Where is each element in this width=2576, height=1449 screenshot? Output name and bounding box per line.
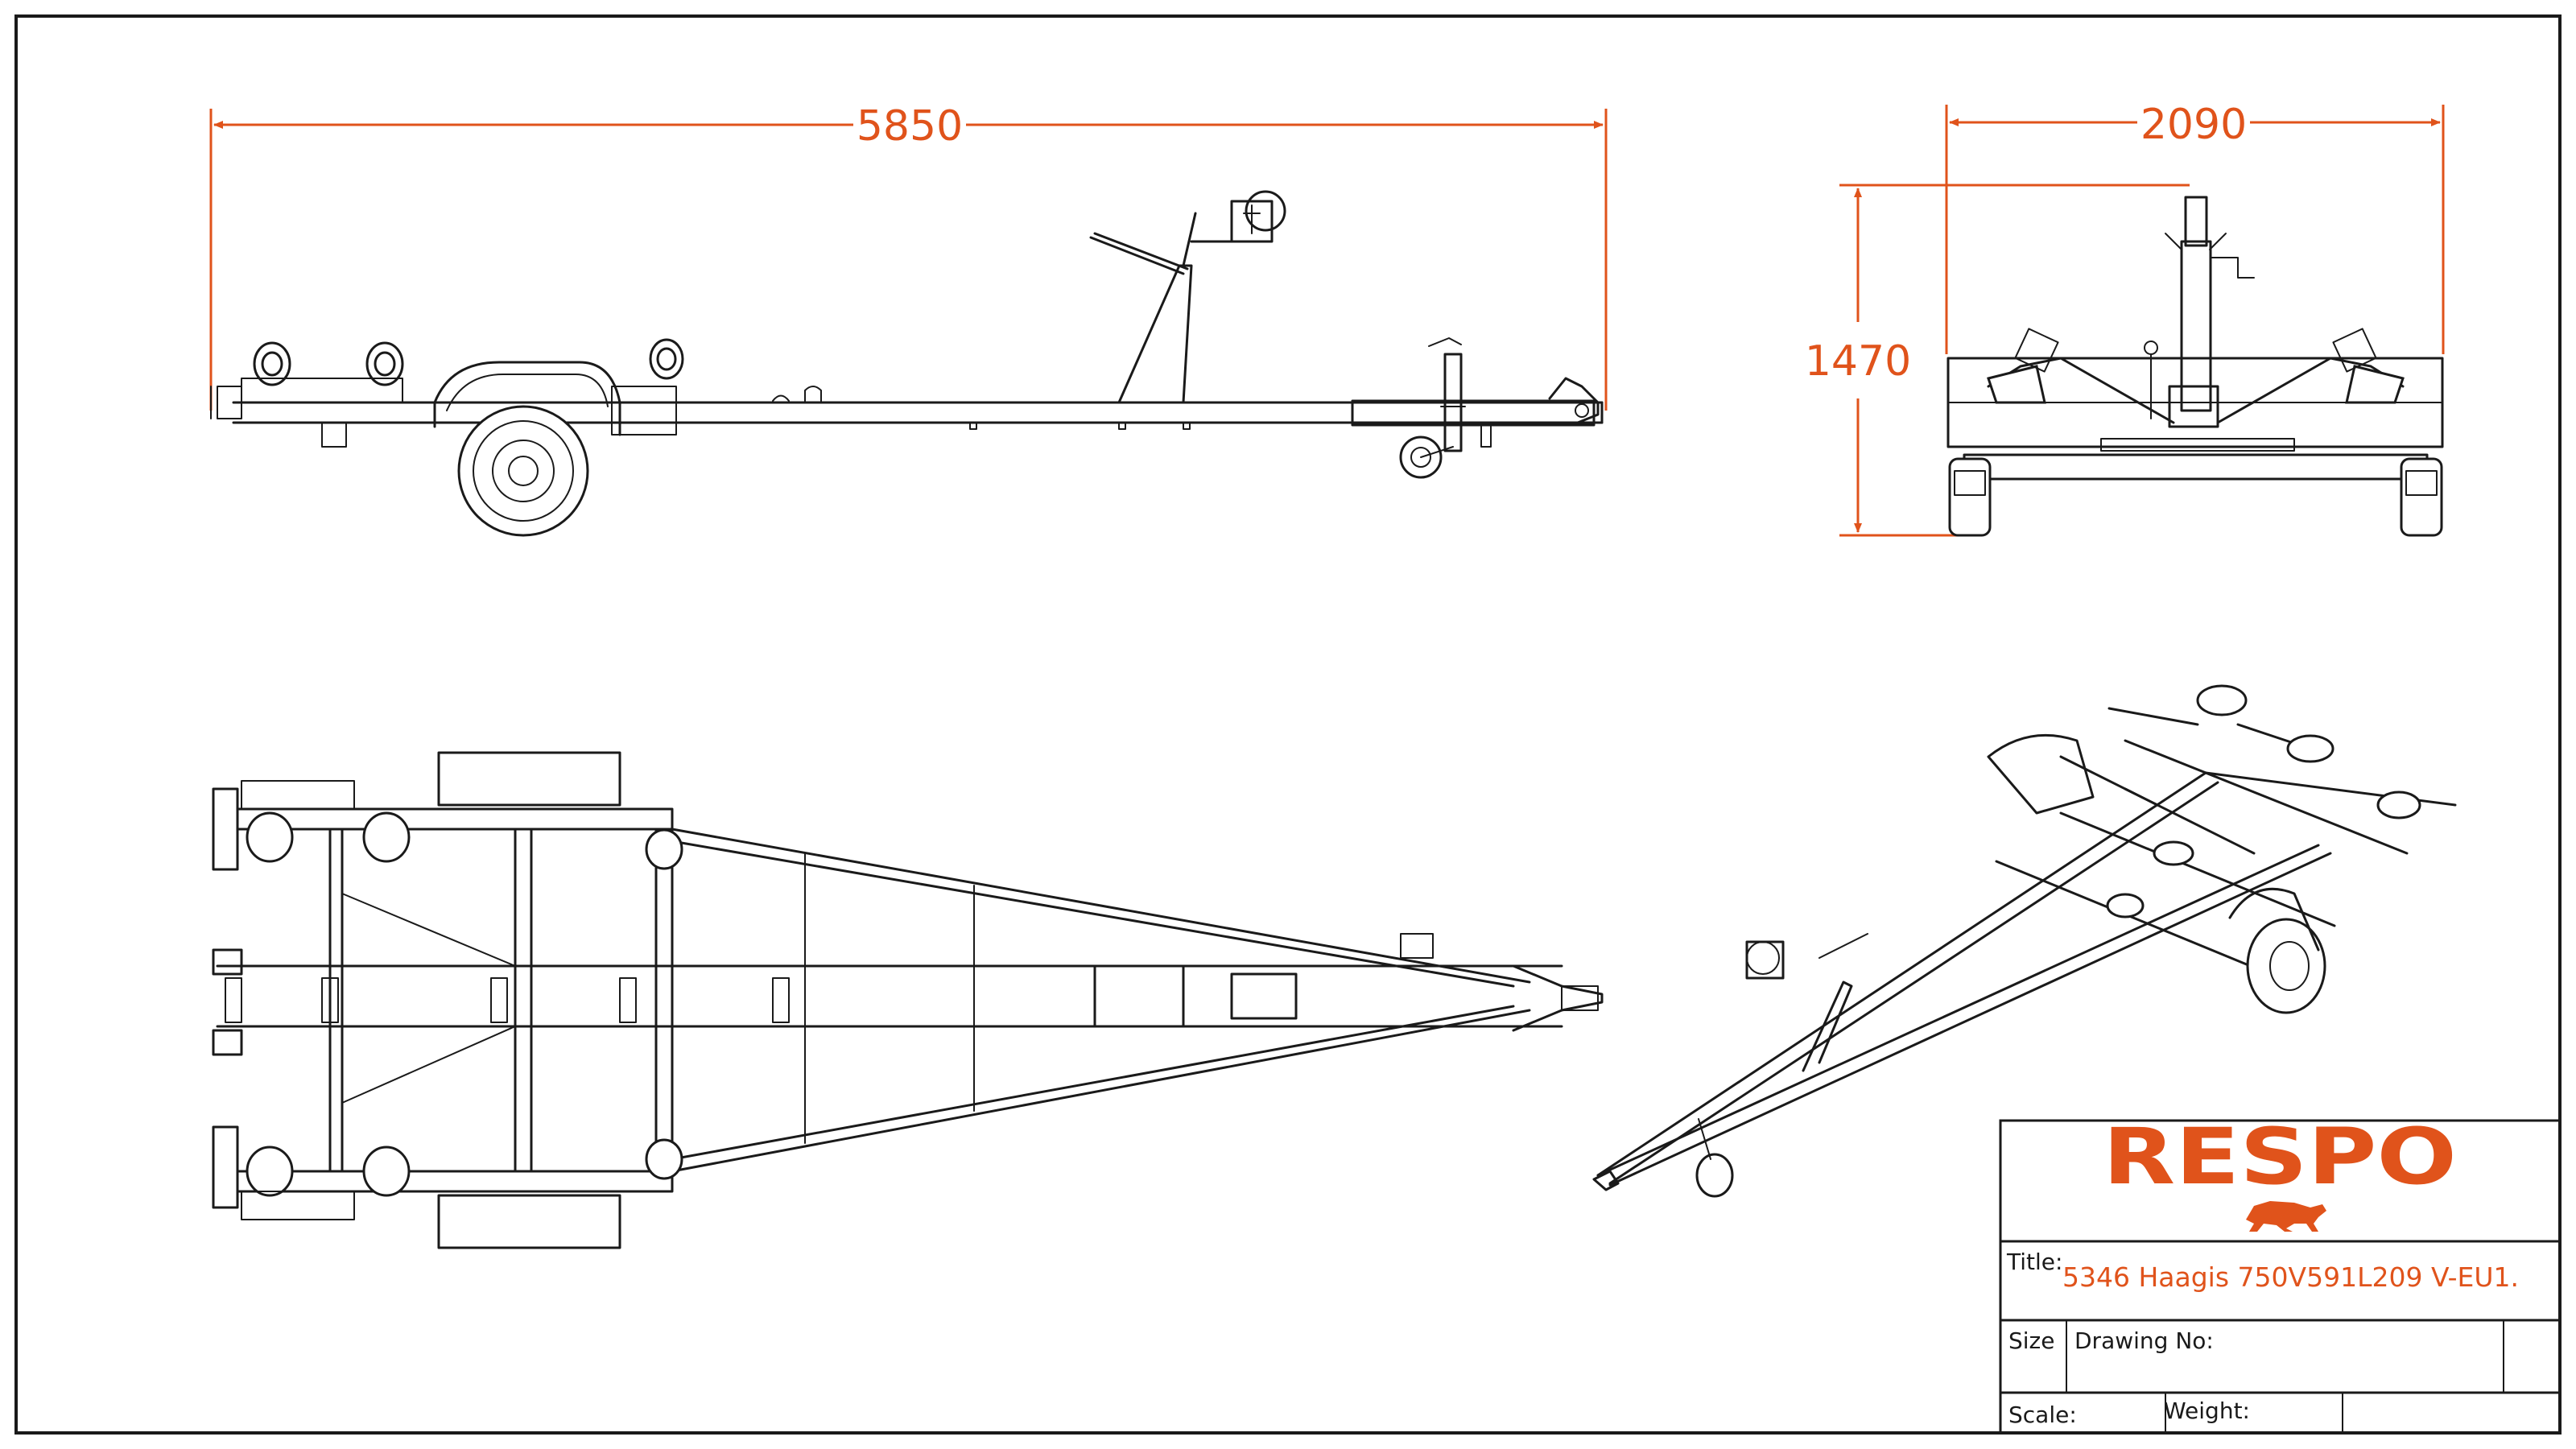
iso-wheel bbox=[2246, 918, 2326, 1014]
jockey-wheel bbox=[1399, 337, 1466, 479]
drawing-no-label: Drawing No: bbox=[2074, 1327, 2214, 1354]
height-dimension-label: 1470 bbox=[1805, 337, 1911, 386]
rear-rollers bbox=[210, 338, 684, 448]
isometric-view bbox=[1592, 684, 2457, 1198]
brand-animal-icon bbox=[2246, 1201, 2326, 1232]
top-view bbox=[212, 751, 1604, 1249]
size-label: Size bbox=[2008, 1327, 2054, 1354]
width-dimension-label: 2090 bbox=[2140, 101, 2247, 149]
length-dimension-label: 5850 bbox=[857, 102, 963, 151]
title-block: RESPO Title: 5346 Haagis 750V591L209 V-E… bbox=[1999, 1112, 2562, 1435]
dimension-height: 1470 bbox=[1805, 184, 2190, 537]
title-label: Title: bbox=[2006, 1249, 2062, 1275]
dimension-length: 5850 bbox=[209, 102, 1608, 411]
dimension-width: 2090 bbox=[1945, 101, 2445, 354]
scale-label: Scale: bbox=[2008, 1402, 2077, 1428]
side-view bbox=[210, 190, 1604, 537]
weight-label: Weight: bbox=[2164, 1397, 2250, 1424]
rear-left-wheel bbox=[1948, 457, 1992, 537]
top-rollers bbox=[212, 780, 790, 1220]
winch-post bbox=[1089, 190, 1286, 404]
rear-view bbox=[1946, 196, 2444, 537]
side-wheel bbox=[457, 405, 589, 537]
brand-logo: RESPO bbox=[2103, 1112, 2457, 1202]
title-value: 5346 Haagis 750V591L209 V-EU1. bbox=[2062, 1261, 2519, 1293]
rear-right-wheel bbox=[2400, 457, 2443, 537]
top-mudguard-right bbox=[437, 1194, 621, 1249]
top-mudguard-left bbox=[437, 751, 621, 807]
sheet-border bbox=[14, 14, 2562, 1435]
